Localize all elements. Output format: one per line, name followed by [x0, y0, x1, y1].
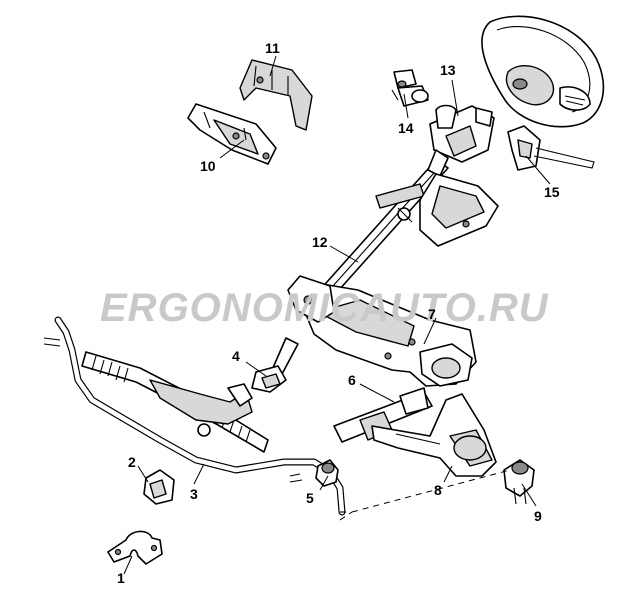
combination-switch	[507, 125, 595, 171]
callout-11: 11	[265, 40, 280, 56]
callout-15: 15	[544, 184, 560, 200]
leader-lines	[123, 55, 551, 575]
callout-1: 1	[117, 570, 125, 586]
alignment-dashed-line-short	[339, 511, 353, 521]
callout-5: 5	[306, 490, 314, 506]
callout-4: 4	[232, 348, 240, 364]
callout-9: 9	[534, 508, 542, 524]
stabilizer-clamp	[107, 530, 163, 565]
stabilizer-end-bushing	[315, 459, 339, 487]
steering-rack	[81, 351, 269, 453]
front-crossmember	[287, 275, 477, 387]
column-shroud-upper	[239, 59, 313, 131]
stabilizer-cushion	[143, 469, 175, 505]
callout-13: 13	[440, 62, 456, 78]
callout-8: 8	[434, 482, 442, 498]
callout-10: 10	[200, 158, 216, 174]
lock-cylinder	[391, 69, 429, 107]
callout-12: 12	[312, 234, 328, 250]
callout-7: 7	[428, 306, 436, 322]
column-mounting-bracket	[419, 173, 499, 247]
steering-wheel	[481, 15, 605, 128]
alignment-dashed-line	[351, 469, 511, 513]
watermark: ERGONOMICAUTO.RU	[100, 286, 549, 330]
callout-2: 2	[128, 454, 136, 470]
ball-joint	[503, 459, 535, 505]
column-shroud-lower	[187, 103, 277, 165]
callout-3: 3	[190, 486, 198, 502]
callout-14: 14	[398, 120, 414, 136]
ignition-column-head	[427, 104, 495, 177]
callout-6: 6	[348, 372, 356, 388]
lower-control-arm	[371, 393, 497, 477]
steering-universal-joint	[251, 337, 299, 393]
